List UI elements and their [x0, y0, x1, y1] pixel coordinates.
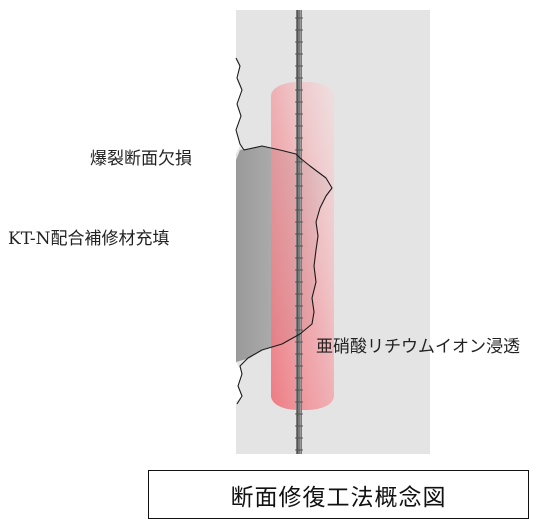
fracture-line	[235, 57, 333, 405]
rebar	[296, 10, 302, 454]
rebar-ribs	[295, 17, 303, 451]
filling-label: KT-N配合補修材充填	[8, 229, 170, 249]
spalling-label: 爆裂断面欠損	[90, 149, 192, 169]
diagram-caption: 断面修復工法概念図	[230, 484, 447, 511]
caption-box: 断面修復工法概念図	[148, 470, 529, 519]
penetration-label: 亜硝酸リチウムイオン浸透	[316, 337, 520, 357]
